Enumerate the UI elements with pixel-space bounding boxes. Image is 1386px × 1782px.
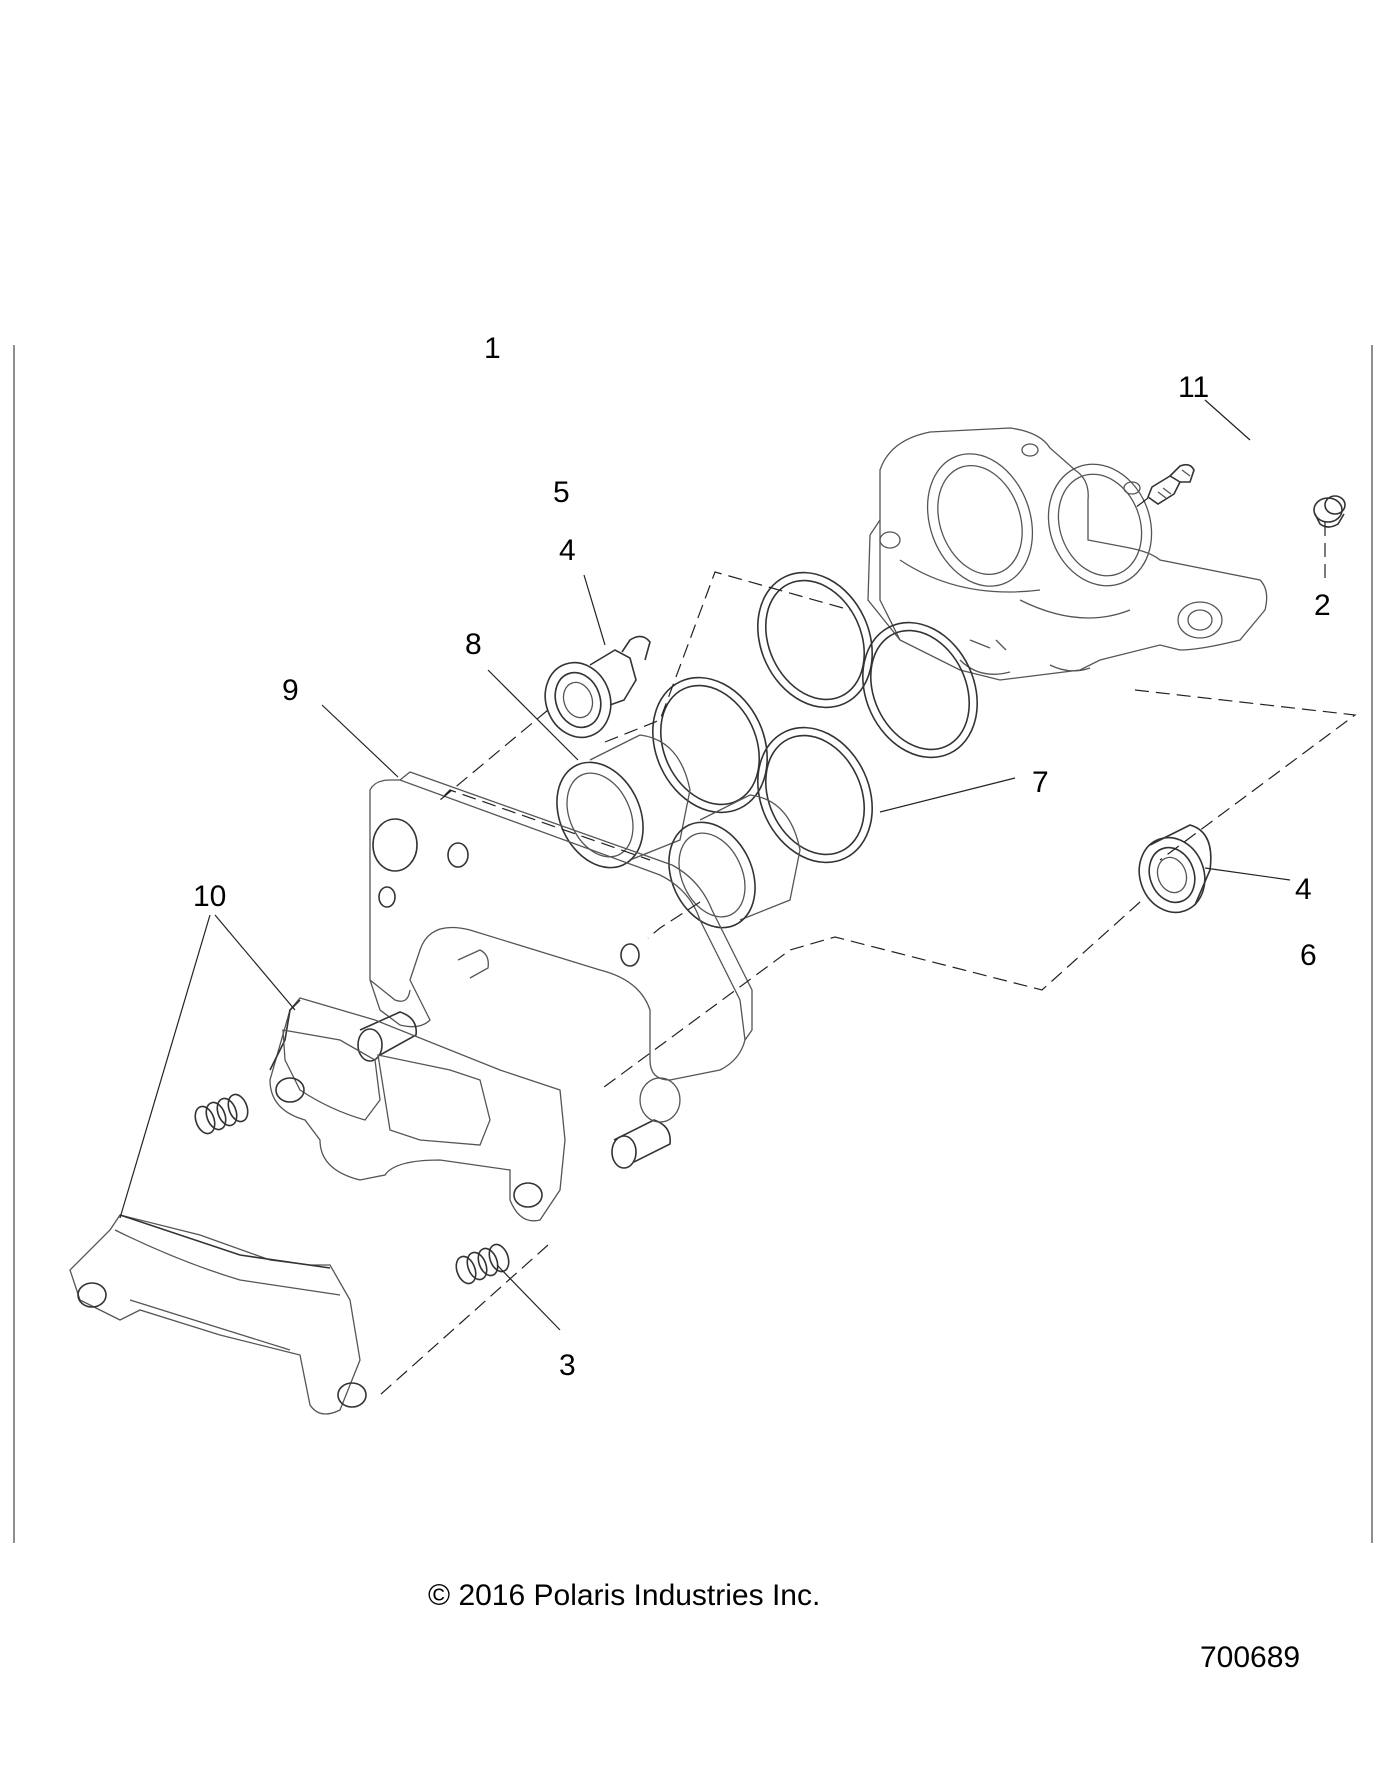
piston-right: [668, 794, 801, 929]
leader-3: [496, 1264, 561, 1331]
callout-6: 6: [1300, 939, 1317, 972]
leader-lines: [119, 399, 1291, 1331]
callout-1: 1: [484, 332, 501, 365]
callout-9: 9: [282, 674, 299, 707]
leader-10-a: [214, 914, 296, 1011]
callout-11: 11: [1178, 371, 1209, 404]
leader-9: [321, 704, 399, 778]
brake-pad-outer: [69, 1214, 367, 1415]
bleeder-screw: [1147, 463, 1195, 505]
pad-spring-upper: [194, 1093, 249, 1135]
bracket-pin-right: [611, 1077, 681, 1169]
piston-left: [556, 734, 691, 869]
guide-pin-bushing-right: [1138, 824, 1212, 914]
leader-7: [879, 777, 1016, 813]
piston-seal-lower-left: [652, 676, 768, 814]
assembly-dashed-lines: [379, 497, 1357, 1396]
leader-4-right: [1204, 867, 1291, 881]
callout-5: 5: [553, 476, 570, 509]
leader-4-upper: [583, 574, 606, 646]
leader-11: [1204, 399, 1251, 441]
piston-seal-upper-left: [757, 571, 873, 709]
diagram-part-number: 700689: [1200, 1641, 1301, 1674]
brake-pad-inner: [269, 997, 566, 1222]
bleeder-cap: [1313, 495, 1346, 528]
leader-8: [487, 669, 579, 761]
caliper-housing: [867, 427, 1268, 681]
piston-seal-lower-right: [757, 726, 873, 864]
callout-8: 8: [465, 628, 482, 661]
callout-3: 3: [559, 1349, 576, 1382]
copyright-notice: © 2016 Polaris Industries Inc.: [428, 1579, 821, 1612]
callout-7: 7: [1032, 766, 1049, 799]
callout-10: 10: [193, 880, 226, 913]
guide-pin-bushing-upper: [544, 635, 651, 739]
pad-spring-lower: [455, 1243, 510, 1285]
leader-10-b: [119, 914, 211, 1219]
caliper-bracket: [369, 771, 753, 1081]
callout-4-upper: 4: [559, 534, 576, 567]
piston-seal-upper-right: [862, 621, 978, 759]
callout-4-right: 4: [1295, 873, 1312, 906]
bracket-pin-left: [357, 949, 489, 1062]
callout-2: 2: [1314, 589, 1331, 622]
